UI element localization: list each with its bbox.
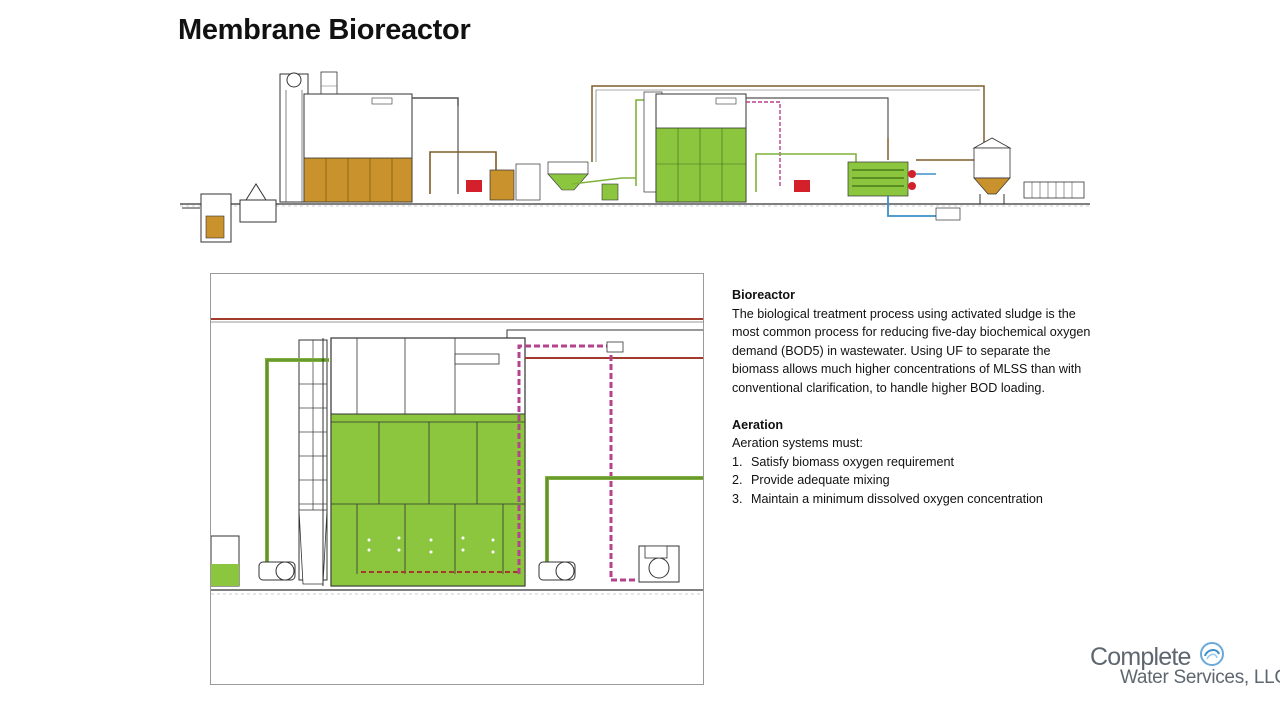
list-item: 1.Satisfy biomass oxygen requirement bbox=[732, 454, 954, 469]
list-item: 2.Provide adequate mixing bbox=[732, 473, 890, 488]
aeration-intro: Aeration systems must: bbox=[732, 436, 863, 451]
company-logo: Complete Water Services, LLC bbox=[1090, 640, 1280, 692]
blower bbox=[638, 545, 680, 583]
logo-line2: Water Services, LLC bbox=[1120, 667, 1280, 688]
aeration-heading: Aeration bbox=[732, 417, 784, 432]
process-flow-diagram bbox=[180, 71, 1090, 243]
bioreactor-body: The biological treatment process using a… bbox=[732, 306, 1091, 395]
aeration-list: 1.Satisfy biomass oxygen requirement 2.P… bbox=[732, 453, 1092, 509]
bioreactor-detail-diagram bbox=[210, 273, 704, 685]
description-panel: Bioreactor The biological treatment proc… bbox=[732, 286, 1092, 509]
bioreactor-heading: Bioreactor bbox=[732, 288, 795, 302]
slide-title: Membrane Bioreactor bbox=[178, 14, 471, 46]
water-swirl-icon bbox=[1200, 642, 1224, 666]
recirculation-pump-right bbox=[538, 561, 576, 581]
aeration-bubbles bbox=[367, 536, 495, 554]
list-item: 3.Maintain a minimum dissolved oxygen co… bbox=[732, 491, 1043, 506]
logo-line1: Complete bbox=[1090, 643, 1191, 671]
bioreactor-detail-drawing bbox=[211, 318, 703, 595]
recirculation-pump-left bbox=[258, 561, 296, 581]
